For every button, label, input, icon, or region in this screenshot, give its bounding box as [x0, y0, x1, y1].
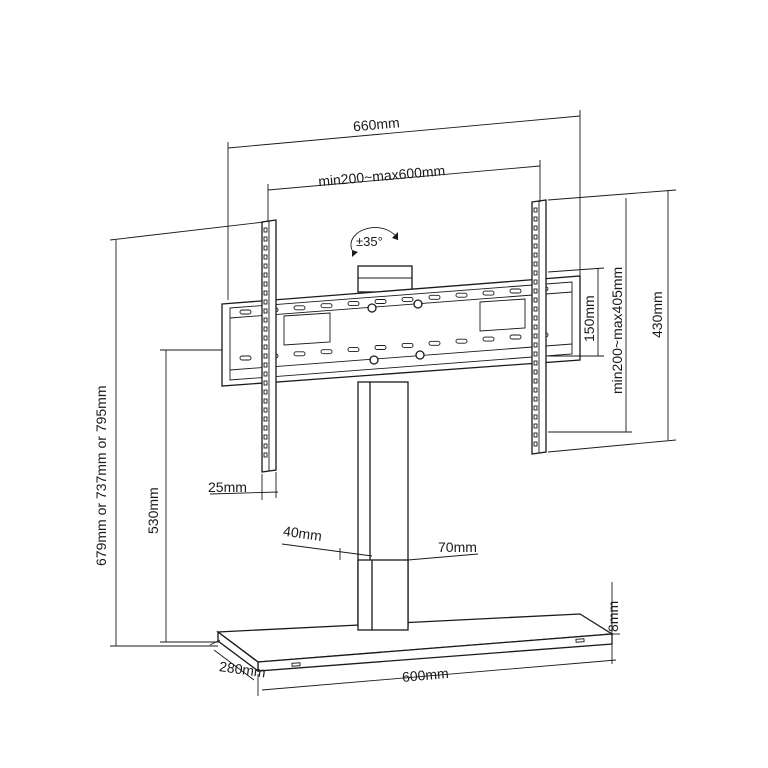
- mounting-hole: [263, 434, 268, 440]
- mounting-hole: [533, 432, 538, 438]
- rail-slot: [347, 347, 360, 353]
- mounting-hole: [263, 290, 268, 296]
- mounting-hole: [533, 306, 538, 312]
- mounting-hole: [533, 207, 538, 213]
- mounting-hole: [533, 351, 538, 357]
- mounting-hole: [533, 252, 538, 258]
- vesa-horizontal-label: min200~max600mm: [318, 162, 446, 189]
- mounting-hole: [263, 416, 268, 422]
- mounting-hole: [263, 236, 268, 242]
- rail-slot: [293, 305, 306, 311]
- rail-slot: [482, 336, 495, 342]
- total-height-label: 679mm or 737mm or 795mm: [93, 385, 109, 566]
- rail-slot: [374, 299, 387, 304]
- rail-slot: [239, 309, 252, 315]
- mounting-hole: [533, 414, 538, 420]
- mounting-hole: [263, 299, 268, 305]
- mounting-hole: [533, 405, 538, 411]
- mounting-hole: [263, 353, 268, 359]
- mounting-hole: [263, 335, 268, 341]
- rail-slot: [482, 290, 495, 296]
- rail-slot: [428, 340, 441, 346]
- mounting-hole: [533, 261, 538, 267]
- mounting-hole: [533, 324, 538, 330]
- mounting-hole: [263, 425, 268, 431]
- rail-slot: [455, 292, 468, 298]
- tilt-icon: [350, 227, 399, 257]
- mounting-hole: [533, 360, 538, 366]
- mounting-hole: [263, 407, 268, 413]
- mounting-hole: [533, 216, 538, 222]
- mounting-hole: [263, 380, 268, 386]
- rail-slot: [320, 349, 333, 355]
- mounting-hole: [533, 441, 538, 447]
- rail-slot: [347, 301, 360, 307]
- mounting-hole: [263, 443, 268, 449]
- center-pole: [357, 381, 409, 631]
- mounting-hole: [533, 234, 538, 240]
- left-arm: [261, 219, 277, 473]
- mounting-hole: [263, 371, 268, 377]
- rail-slot: [401, 296, 414, 302]
- mounting-hole: [263, 245, 268, 251]
- rail-slot: [401, 342, 414, 348]
- pole-width-label: 70mm: [438, 539, 477, 555]
- mounting-hole: [533, 315, 538, 321]
- horizontal-rail: [221, 265, 581, 387]
- dimension-lines: [109, 110, 677, 696]
- rail-slot: [239, 355, 252, 361]
- bracket-height-label: 430mm: [649, 291, 665, 338]
- mounting-hole: [263, 452, 268, 458]
- mounting-hole: [533, 270, 538, 276]
- pole-depth-label: 40mm: [282, 523, 323, 544]
- mounting-hole: [263, 308, 268, 314]
- mounting-hole: [533, 333, 538, 339]
- mounting-hole: [533, 423, 538, 429]
- mounting-hole: [263, 389, 268, 395]
- rail-slot: [374, 345, 387, 350]
- mounting-hole: [263, 317, 268, 323]
- mounting-hole: [533, 225, 538, 231]
- mounting-hole: [263, 272, 268, 278]
- mounting-hole: [263, 281, 268, 287]
- right-arm: [531, 199, 547, 455]
- mounting-hole: [263, 227, 268, 233]
- mounting-hole: [533, 288, 538, 294]
- base-thickness-label: 8mm: [605, 601, 621, 632]
- vertical-gap-label: 150mm: [581, 295, 597, 342]
- mounting-hole: [263, 254, 268, 260]
- rail-slot: [293, 351, 306, 357]
- mounting-hole: [533, 378, 538, 384]
- rail-slot: [320, 303, 333, 309]
- mounting-hole: [263, 263, 268, 269]
- rail-slot: [455, 338, 468, 344]
- vesa-vertical-label: min200~max405mm: [609, 267, 625, 394]
- glass-base: [216, 613, 615, 673]
- base-depth-label: 280mm: [218, 658, 266, 680]
- mounting-hole: [533, 396, 538, 402]
- mounting-hole: [263, 398, 268, 404]
- base-width-label: 600mm: [401, 665, 449, 685]
- mounting-hole: [533, 387, 538, 393]
- mounting-hole: [533, 297, 538, 303]
- tilt-label: ±35°: [356, 234, 383, 249]
- rail-slot: [509, 288, 522, 294]
- total-width-label: 660mm: [352, 114, 400, 134]
- mounting-hole: [263, 326, 268, 332]
- mounting-hole: [263, 362, 268, 368]
- mounting-hole: [533, 369, 538, 375]
- arm-depth-label: 25mm: [208, 479, 247, 495]
- mounting-hole: [263, 344, 268, 350]
- mounting-hole: [533, 243, 538, 249]
- mounting-hole: [533, 342, 538, 348]
- rail-slot: [509, 334, 522, 340]
- rail-slot: [428, 294, 441, 300]
- pole-height-label: 530mm: [145, 487, 161, 534]
- mounting-hole: [533, 279, 538, 285]
